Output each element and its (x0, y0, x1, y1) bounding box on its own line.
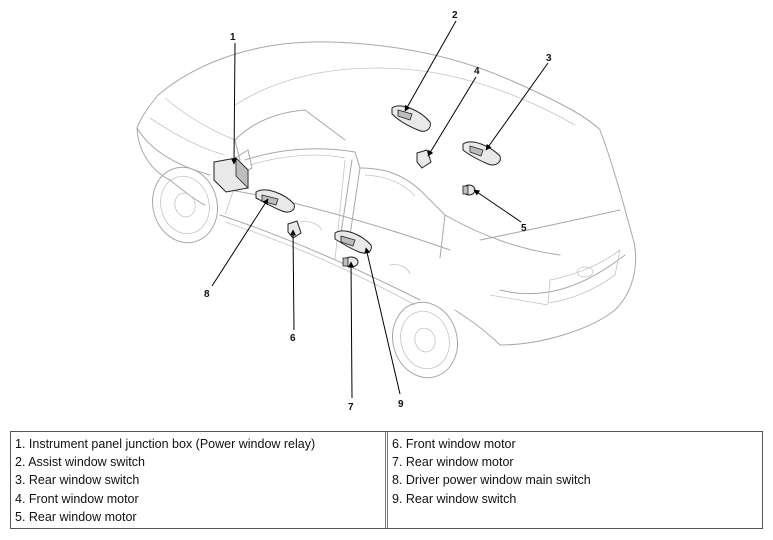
junction-box-part (213, 157, 249, 193)
callout-6: 6 (290, 333, 296, 344)
legend-column-left: 1. Instrument panel junction box (Power … (11, 432, 388, 528)
car-outline (136, 41, 637, 379)
legend-item-8: 8. Driver power window main switch (392, 473, 591, 488)
legend-item-5: 5. Rear window motor (15, 509, 137, 524)
legend-item-2: 2. Assist window switch (15, 455, 145, 470)
legend-item-1: 1. Instrument panel junction box (Power … (15, 437, 316, 451)
callout-4: 4 (474, 66, 480, 77)
rear-window-switch-right-part (462, 141, 501, 166)
legend-table: 1. Instrument panel junction box (Power … (10, 431, 763, 529)
callout-1: 1 (230, 32, 236, 43)
legend-item-7: 7. Rear window motor (392, 455, 514, 470)
rear-window-motor-left-part (342, 256, 359, 268)
assist-window-switch-part (391, 105, 431, 132)
callout-5: 5 (521, 223, 527, 234)
driver-main-switch-part (255, 189, 295, 213)
callout-2: 2 (452, 10, 458, 21)
callout-3: 3 (546, 53, 552, 64)
legend-item-3: 3. Rear window switch (15, 473, 140, 488)
legend-item-4: 4. Front window motor (15, 491, 139, 506)
callout-8: 8 (204, 289, 210, 300)
legend-column-right: 6. Front window motor 7. Rear window mot… (388, 432, 762, 528)
car-component-diagram: 1 2 3 4 5 6 7 8 9 (136, 10, 637, 413)
callout-9: 9 (398, 399, 404, 410)
front-window-motor-left-part (287, 220, 302, 239)
leader-lines (211, 20, 549, 399)
callout-7: 7 (348, 402, 354, 413)
rear-window-switch-left-part (334, 230, 372, 254)
legend-item-6: 6. Front window motor (392, 437, 516, 451)
rear-window-motor-right-part (462, 184, 476, 196)
front-window-motor-right-part (416, 149, 432, 169)
legend-item-9: 9. Rear window switch (392, 491, 517, 506)
